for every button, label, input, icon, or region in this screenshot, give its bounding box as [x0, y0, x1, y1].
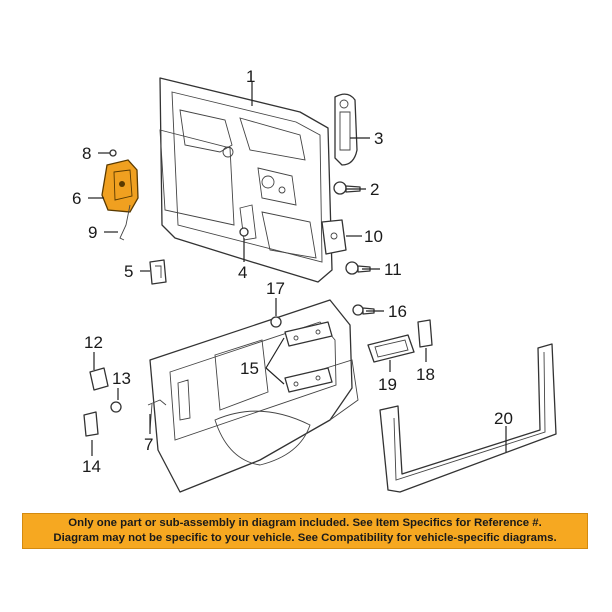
disclaimer-banner: Only one part or sub-assembly in diagram…	[22, 513, 588, 549]
part-8-pin	[109, 149, 117, 157]
callout-11: 11	[384, 260, 402, 279]
part-10-plate	[321, 219, 347, 255]
callout-19: 19	[378, 375, 397, 394]
part-17-fastener	[270, 316, 282, 328]
tailgate-outer-panel	[149, 299, 359, 493]
callout-16: 16	[388, 302, 407, 321]
callout-4: 4	[238, 263, 247, 282]
leader-lines	[88, 82, 507, 456]
part-9-rod	[119, 204, 131, 241]
callout-9: 9	[88, 223, 97, 242]
callout-numbers: 1 2 3 4 5 6 7 8 9 10 11 12 13 14 15 16 1…	[72, 67, 513, 476]
callout-8: 8	[82, 144, 91, 163]
part-14-bracket	[83, 411, 99, 437]
disclaimer-line-2: Diagram may not be specific to your vehi…	[53, 532, 557, 544]
callout-7: 7	[144, 435, 153, 454]
part-18-bracket	[417, 319, 433, 348]
part-6-latch-highlighted	[101, 159, 139, 213]
part-13-bolt	[110, 401, 122, 413]
part-2-bolt	[333, 181, 361, 195]
disclaimer-line-1: Only one part or sub-assembly in diagram…	[68, 517, 542, 529]
part-20-weatherstrip	[379, 343, 557, 493]
part-15-hinges	[284, 321, 333, 393]
door-inner-panel	[159, 77, 333, 283]
callout-14: 14	[82, 457, 101, 476]
callout-2: 2	[370, 180, 379, 199]
callout-6: 6	[72, 189, 81, 208]
callout-12: 12	[84, 333, 103, 352]
part-11-bolt	[345, 261, 371, 275]
part-5-clip	[149, 259, 167, 285]
callout-17: 17	[266, 279, 285, 298]
callout-5: 5	[124, 262, 133, 281]
callout-10: 10	[364, 227, 383, 246]
part-3-handle	[334, 93, 358, 166]
callout-1: 1	[246, 67, 255, 86]
part-16-bolt	[352, 304, 375, 316]
callout-18: 18	[416, 365, 435, 384]
callout-20: 20	[494, 409, 513, 428]
part-19-handle	[367, 334, 415, 363]
callout-3: 3	[374, 129, 383, 148]
callout-13: 13	[112, 369, 131, 388]
callout-15: 15	[240, 359, 259, 378]
part-12-bracket	[89, 367, 109, 391]
